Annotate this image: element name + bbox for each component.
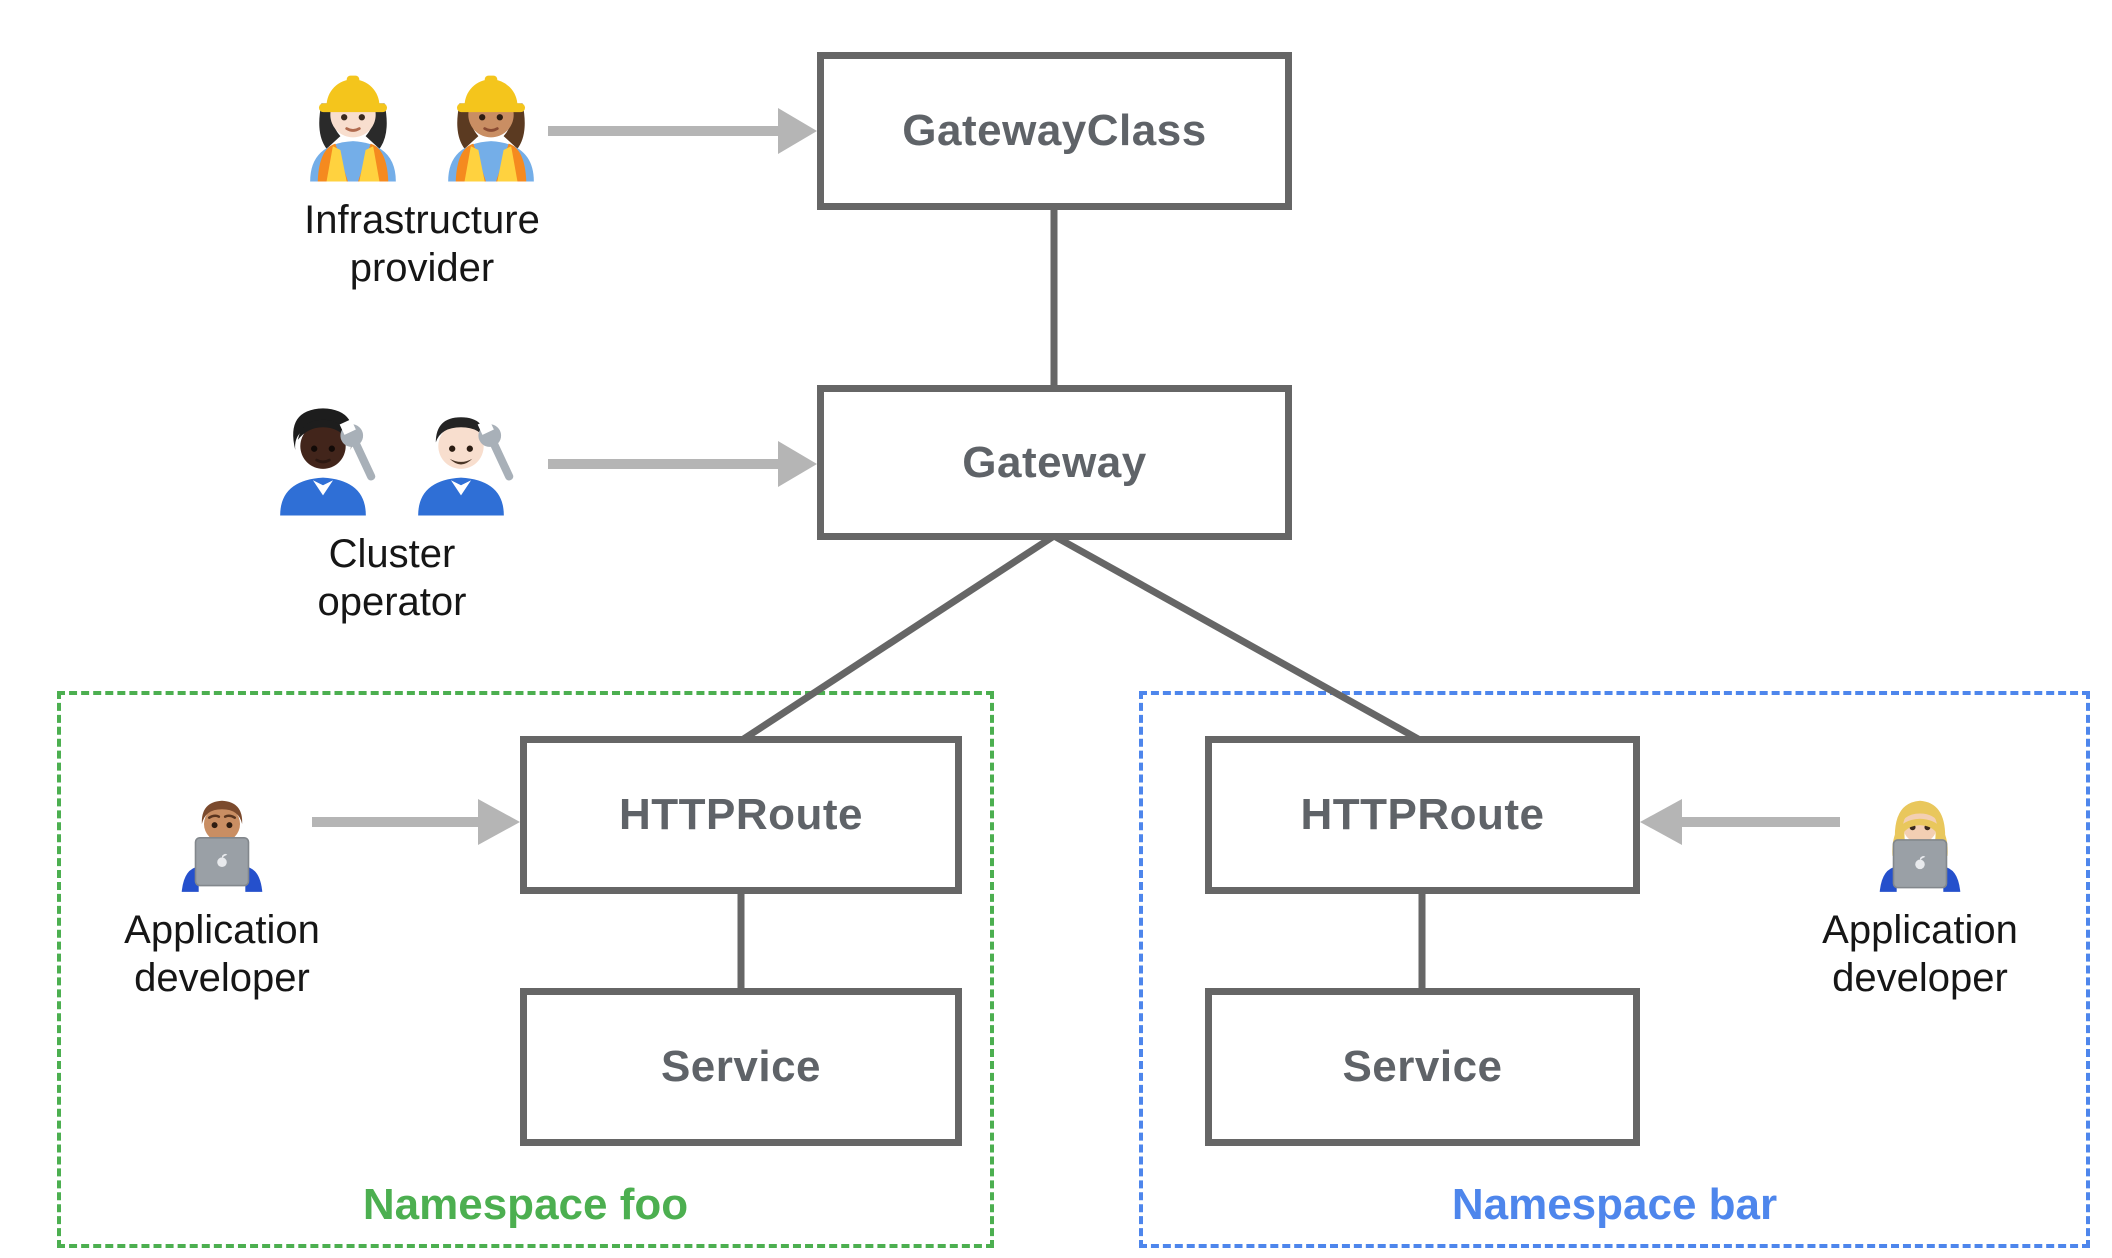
arrow-dev-to-httproute-bar [1640, 799, 1840, 845]
persona-cluster-operator: Cluster operator [232, 392, 552, 626]
node-service-bar: Service [1205, 988, 1640, 1146]
woman-technologist-icon [1879, 800, 1961, 892]
woman-construction-worker-light-icon [310, 75, 396, 182]
arrow-dev-to-httproute-foo [312, 799, 520, 845]
persona-label: Infrastructure provider [304, 196, 540, 292]
node-service-foo: Service [520, 988, 962, 1146]
node-gateway: Gateway [817, 385, 1292, 540]
persona-label-line1: Application [1822, 908, 2018, 952]
node-gatewayclass: GatewayClass [817, 52, 1292, 210]
persona-label: Application developer [124, 906, 320, 1002]
persona-label: Cluster operator [318, 530, 467, 626]
namespace-foo-label: Namespace foo [362, 1180, 689, 1229]
persona-label-line2: operator [317, 580, 467, 624]
arrow-cluster-to-gateway [548, 441, 817, 487]
namespace-foo-box: Namespace foo [57, 691, 994, 1248]
persona-label-line1: Cluster [328, 532, 456, 576]
persona-icons [260, 392, 524, 518]
persona-icons [290, 58, 554, 184]
namespace-bar-label: Namespace bar [1451, 1180, 1778, 1229]
mechanic-dark-icon [280, 408, 376, 516]
man-mechanic-light-icon [418, 417, 514, 516]
namespace-bar-box: Namespace bar [1139, 691, 2090, 1248]
node-httproute-bar: HTTPRoute [1205, 736, 1640, 894]
edge-gateway-httproute-foo [740, 533, 1056, 743]
persona-application-developer-foo: Application developer [62, 788, 382, 1002]
persona-application-developer-bar: Application developer [1760, 788, 2080, 1002]
man-technologist-icon [181, 800, 263, 892]
edge-gateway-httproute-bar [1052, 532, 1422, 744]
arrow-head [478, 799, 520, 845]
persona-label-line2: developer [134, 956, 310, 1000]
persona-icons [169, 788, 275, 894]
persona-label-line2: provider [349, 246, 495, 290]
persona-infrastructure-provider: Infrastructure provider [262, 58, 582, 292]
arrow-head [778, 108, 817, 154]
arrow-head [778, 441, 817, 487]
persona-label-line1: Infrastructure [304, 198, 540, 242]
persona-label-line2: developer [1832, 956, 2008, 1000]
persona-icons [1867, 788, 1973, 894]
persona-label: Application developer [1822, 906, 2018, 1002]
woman-construction-worker-medium-icon [448, 75, 534, 182]
arrow-head [1640, 799, 1682, 845]
node-httproute-foo: HTTPRoute [520, 736, 962, 894]
persona-label-line1: Application [124, 908, 320, 952]
arrow-infra-to-gatewayclass [548, 108, 817, 154]
